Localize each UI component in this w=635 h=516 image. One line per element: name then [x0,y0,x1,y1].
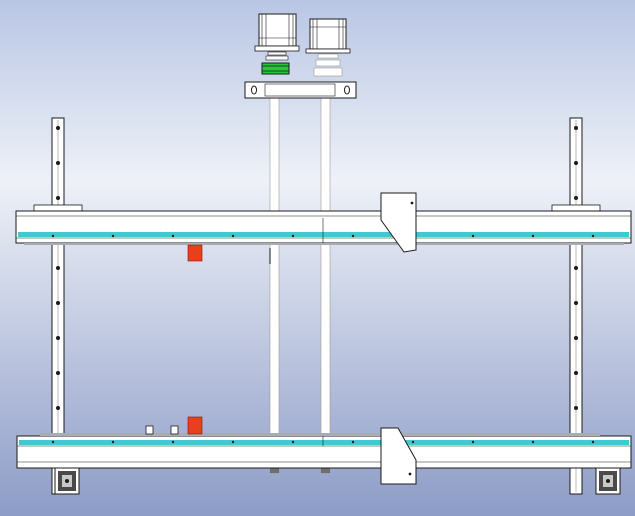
lead-screw-right[interactable] [320,96,331,474]
stepper-motor-left[interactable] [254,13,300,61]
red-block-lower[interactable] [187,416,203,435]
small-bracket-right [170,425,179,435]
left-foot[interactable] [54,467,80,495]
lower-carriage-plate[interactable] [380,427,417,485]
lead-screw-left[interactable] [269,96,280,474]
stepper-motor-right[interactable] [305,18,351,77]
small-bracket-left [145,425,154,435]
motor-coupling-green[interactable] [261,62,290,75]
red-block-upper[interactable] [187,244,203,262]
upper-cross-rail[interactable] [15,210,632,245]
motor-mount-plate[interactable] [244,81,357,99]
upper-carriage-plate[interactable] [380,192,417,253]
right-foot[interactable] [595,467,621,495]
lower-cross-rail[interactable] [16,433,632,469]
